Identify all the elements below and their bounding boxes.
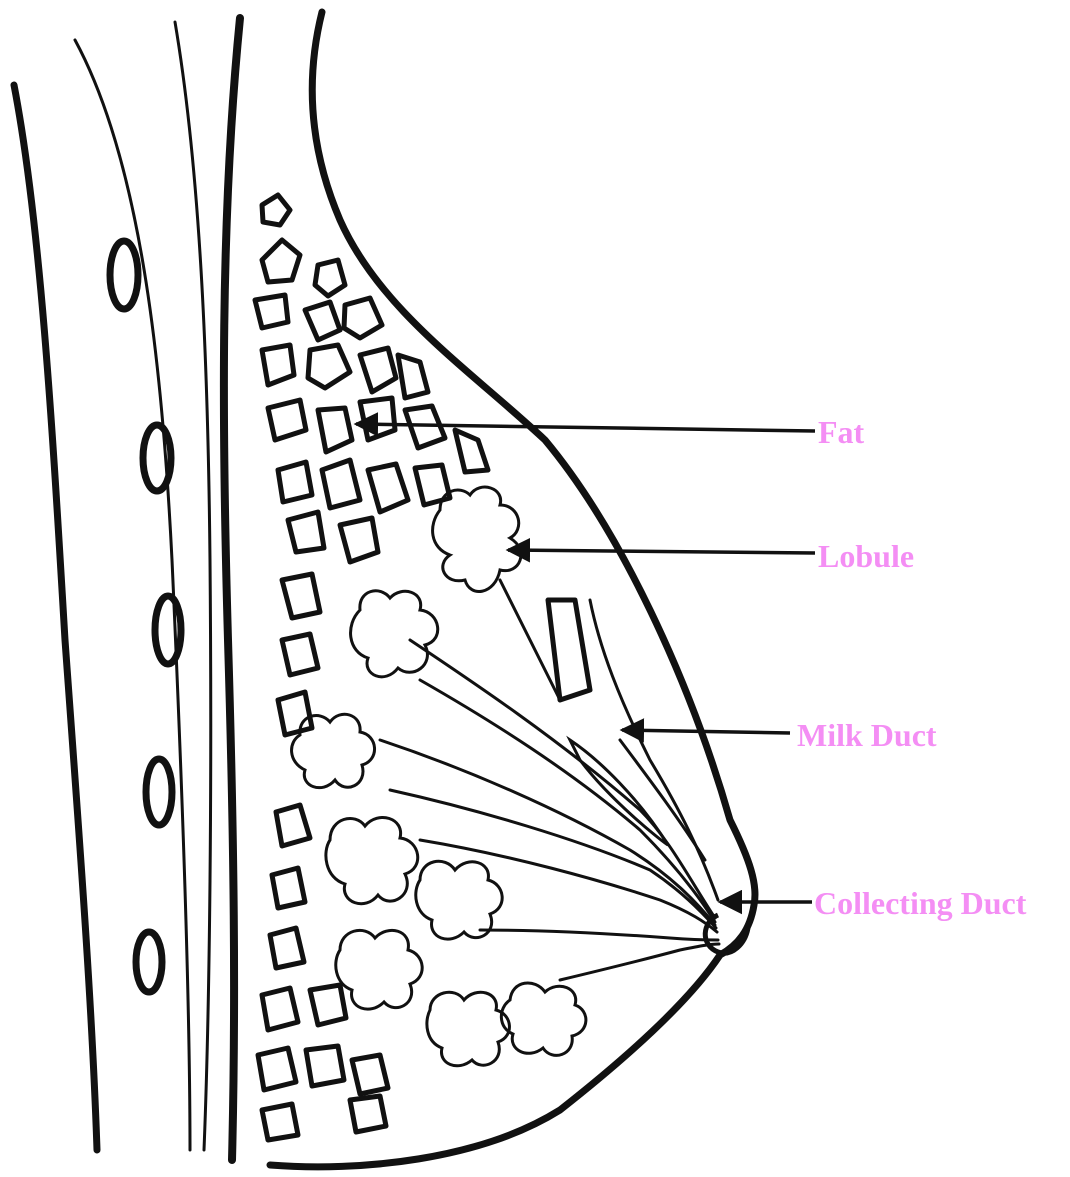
fat-cell [315,260,345,296]
fat-cell [262,195,290,225]
lobule-cluster [351,591,438,677]
fat-cell [415,465,450,505]
rib [155,596,181,664]
fat-cell [288,512,324,552]
lobule-pointer [508,550,815,553]
fat-cell [258,1048,296,1090]
fat-cell [305,302,340,340]
chest-wall-inner-line [224,18,240,1160]
chest-wall [14,18,240,1160]
collecting-duct-label: Collecting Duct [814,887,1026,919]
fat-cell [282,634,318,675]
rib [136,932,162,992]
rib [146,759,172,825]
fat-cell [310,985,346,1025]
chest-wall-outer-line [14,85,97,1150]
lobule-cluster [326,817,418,903]
fat-cell [255,295,288,328]
milk-duct [560,944,719,980]
milk-duct [410,640,715,918]
fat-cell [340,518,378,562]
fat-pointer [356,424,815,431]
fat-cell [352,1055,388,1094]
fat-cell [360,398,395,440]
lobule-cluster [433,487,521,591]
fat-cell [318,408,352,452]
fat-cell [455,430,488,472]
ribs [110,241,181,992]
fat-cell [276,805,310,846]
lobule-cluster [292,714,375,787]
milk-duct-pointer [622,730,790,733]
fat-cell [322,460,360,508]
fat-cell [398,355,428,398]
fat-cell [282,574,320,618]
fat-cell [548,600,590,700]
fat-cell [268,400,306,440]
fat-cell [270,928,304,968]
fat-cell [344,298,382,338]
fat-cell [262,240,300,282]
rib [110,241,138,309]
glandular-lobules [292,487,586,1066]
lobule-cluster [416,861,502,939]
fat-cell [306,1046,344,1086]
fat-cell [350,1096,386,1132]
fat-cell [278,462,312,502]
fat-cell [262,988,298,1030]
fat-cell [368,464,408,512]
milk-duct-label: Milk Duct [797,719,937,751]
lobule-cluster [501,983,586,1055]
milk-duct [480,930,718,940]
fat-cell [262,345,294,385]
lobule-cluster [336,930,422,1009]
fat-cell [360,348,396,392]
lobule-cluster [427,992,510,1066]
fat-label: Fat [818,416,864,448]
fat-cell [272,868,305,908]
fat-cell [278,692,312,735]
chest-wall-thin-line-2 [175,22,211,1150]
fat-cell [262,1104,298,1140]
lobule-label: Lobule [818,540,914,572]
fat-cell [308,345,350,388]
